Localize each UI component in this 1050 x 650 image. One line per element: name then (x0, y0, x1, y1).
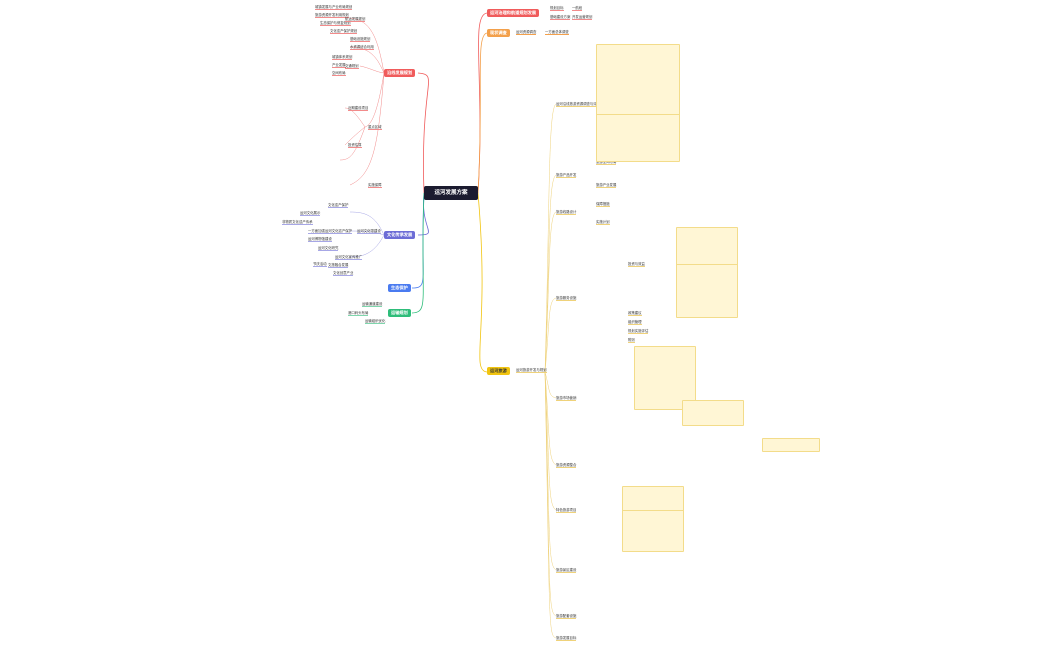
yellow-node-17[interactable]: 组织管理 (628, 320, 642, 326)
connector-green (411, 192, 425, 314)
red-node-9[interactable]: 产业发展 (332, 63, 346, 69)
yellow-detail-box-9 (762, 438, 820, 452)
branch-blue[interactable]: 生态保护 (388, 284, 411, 292)
red-node-1[interactable]: 城镇发展与产业布局规划 (315, 5, 353, 11)
yellow-node-15[interactable]: 投资与效益 (628, 262, 645, 268)
yellow-node-16[interactable]: 政策建议 (628, 311, 642, 317)
yellow-detail-box-7 (622, 486, 684, 512)
branch-orange[interactable]: 现状调查 (487, 29, 510, 37)
branch-purple[interactable]: 文化传承发展 (384, 231, 416, 239)
yellow-node-9[interactable]: 旅游配套设施 (556, 614, 577, 620)
yellow-node-1[interactable]: 运河沿线旅游资源调查与评价 (556, 102, 601, 108)
red-subconnectors (339, 17, 385, 186)
purple-node-2[interactable]: 运河文化展示 (300, 211, 321, 217)
green-node-2[interactable]: 港口码头布局 (348, 311, 369, 317)
purple-node-4[interactable]: 一方面加强运河文化遗产保护 (308, 229, 353, 235)
yellow-node-6[interactable]: 旅游资源整合 (556, 463, 577, 469)
purple-node-5[interactable]: 运河文化带建设 (357, 229, 381, 235)
yellow-detail-box-6 (682, 400, 744, 426)
red-node-15[interactable]: 实施保障 (368, 183, 382, 189)
yellow-detail-box-8 (622, 510, 684, 552)
connector-orange (477, 32, 488, 194)
green-node-3[interactable]: 运输组织优化 (365, 319, 386, 325)
red-node-7[interactable]: 水资源综合利用 (350, 45, 374, 51)
top-child-2[interactable]: 基础建设方案 (550, 15, 571, 21)
red-node-12[interactable]: 重点区域 (368, 125, 382, 131)
yellow-child[interactable]: 运河旅游开发与规划 (516, 368, 547, 374)
green-node-1[interactable]: 运输通道建设 (362, 302, 383, 308)
purple-node-7[interactable]: 运河文化研究 (318, 246, 339, 252)
connector-blue (411, 192, 425, 289)
yellow-node-18[interactable]: 规划实施评估 (628, 329, 649, 335)
purple-node-3[interactable]: 非物质文化遗产传承 (282, 220, 313, 226)
red-node-2[interactable]: 旅游资源开发利用规划 (315, 13, 349, 19)
yellow-node-10[interactable]: 旅游发展目标 (556, 636, 577, 642)
yellow-node-11[interactable]: 旅游空间布局 (596, 160, 617, 166)
red-node-14[interactable]: 投资估算 (348, 143, 362, 149)
yellow-subconnectors (544, 103, 557, 639)
yellow-node-8[interactable]: 旅游景区建设 (556, 568, 577, 574)
red-node-13[interactable]: 近期建设项目 (348, 106, 369, 112)
branch-green[interactable]: 运输规划 (388, 309, 411, 317)
red-node-10[interactable]: 空间布局 (332, 71, 346, 77)
orange-child[interactable]: 运河资源调查 (516, 30, 537, 36)
orange-leaf[interactable]: 一方面总体调查 (545, 30, 569, 36)
central-topic[interactable]: 运河发展方案 (424, 186, 478, 200)
yellow-node-7[interactable]: 特色旅游项目 (556, 508, 577, 514)
yellow-node-3[interactable]: 旅游线路设计 (556, 210, 577, 216)
yellow-detail-box-1 (596, 44, 680, 118)
yellow-detail-box-3 (676, 227, 738, 267)
red-node-6[interactable]: 基础设施规划 (350, 37, 371, 43)
yellow-node-12[interactable]: 旅游产业发展 (596, 183, 617, 189)
purple-node-1[interactable]: 文化遗产保护 (328, 203, 349, 209)
red-node-8[interactable]: 城镇体系规划 (332, 55, 353, 61)
yellow-node-5[interactable]: 旅游市场营销 (556, 396, 577, 402)
purple-node-6[interactable]: 运河博物馆建设 (308, 237, 332, 243)
yellow-node-2[interactable]: 旅游产品开发 (556, 173, 577, 179)
purple-node-9[interactable]: 文旅融合发展 (328, 263, 349, 269)
red-node-4[interactable]: 文化遗产保护规划 (330, 29, 358, 35)
yellow-node-13[interactable]: 保障措施 (596, 202, 610, 208)
yellow-detail-box-5 (634, 346, 696, 410)
branch-top[interactable]: 运河治理和航道规划发展 (487, 9, 540, 17)
branch-red[interactable]: 沿线发展规划 (384, 69, 416, 77)
top-leaf-2[interactable]: 开发运营规划 (572, 15, 593, 21)
yellow-detail-box-4 (676, 264, 738, 318)
top-child-1[interactable]: 规划目标 (550, 6, 564, 12)
red-node-5[interactable]: 航运发展规划 (345, 17, 366, 23)
connector-red (417, 72, 429, 194)
top-leaf-1[interactable]: 一航段 (572, 6, 583, 12)
yellow-node-14[interactable]: 实施计划 (596, 220, 610, 226)
purple-subconnectors (349, 211, 385, 258)
branch-yellow[interactable]: 运河旅游 (487, 367, 510, 375)
connector-yellow (477, 192, 488, 373)
red-node-11[interactable]: 交通规划 (345, 64, 359, 70)
yellow-detail-box-2 (596, 114, 680, 162)
purple-node-11[interactable]: 文化创意产业 (333, 271, 354, 277)
purple-node-10[interactable]: 节庆活动 (313, 262, 327, 268)
purple-node-8[interactable]: 运河文化宣传推广 (335, 255, 363, 261)
yellow-node-19[interactable]: 附则 (628, 338, 635, 344)
red-node-3[interactable]: 生态保护与修复规划 (320, 21, 351, 27)
yellow-node-4[interactable]: 旅游服务设施 (556, 296, 577, 302)
